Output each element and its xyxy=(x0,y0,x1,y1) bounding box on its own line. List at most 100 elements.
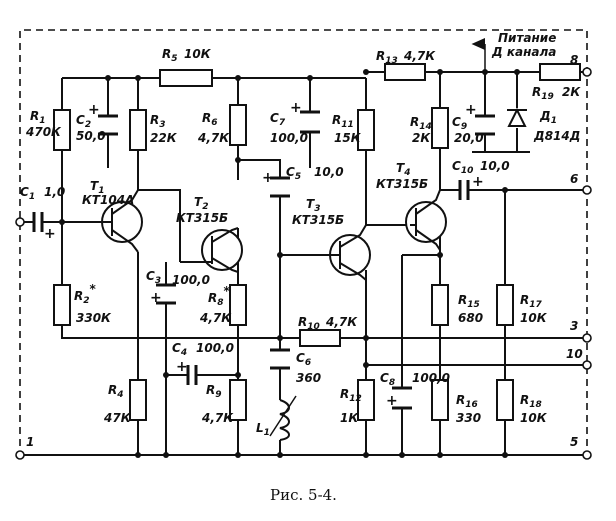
resistor-r14 xyxy=(431,107,449,149)
label-d1-ref: Д1 xyxy=(539,109,557,126)
capacitor-c10 xyxy=(458,180,470,200)
svg-text:+: + xyxy=(465,102,477,118)
power-label-line-2: Д канала xyxy=(491,45,556,59)
label-r9-value: 4,7К xyxy=(201,411,234,425)
inductor-l1 xyxy=(269,395,297,441)
label-l1-ref: L1 xyxy=(256,421,270,438)
label-r14-ref: R14 xyxy=(410,115,432,132)
label-t2-ref: T2 xyxy=(194,195,208,212)
label-r14-value: 2К xyxy=(412,131,431,145)
svg-text:+: + xyxy=(472,174,484,190)
label-r3-value: 22К xyxy=(150,131,178,145)
label-c6-value: 360 xyxy=(296,371,321,385)
capacitors xyxy=(32,110,495,410)
label-r12-value: 1К xyxy=(340,411,359,425)
capacitor-c3 xyxy=(156,283,176,305)
power-label-line-1: Питание xyxy=(498,31,556,45)
transistor-t2 xyxy=(200,227,243,273)
resistor-r13 xyxy=(384,63,426,81)
terminal-10 xyxy=(582,360,592,370)
svg-text:+: + xyxy=(386,393,398,409)
label-r18-value: 10К xyxy=(520,411,548,425)
terminal-label-6: 6 xyxy=(570,172,578,186)
label-c7-ref: C7 xyxy=(270,111,286,128)
resistor-r2 xyxy=(53,284,71,326)
resistor-r9 xyxy=(229,379,247,421)
transistor-t3 xyxy=(325,224,371,281)
resistor-r8 xyxy=(229,284,247,326)
label-r16-value: 330 xyxy=(456,411,481,425)
terminal-label-1: 1 xyxy=(26,435,34,449)
svg-text:+: + xyxy=(88,102,100,118)
label-c7-value: 100,0 xyxy=(270,131,308,145)
label-r5-ref: R5 xyxy=(162,47,178,64)
label-r5-value: 10К xyxy=(184,47,212,61)
capacitor-c2 xyxy=(98,114,118,136)
label-c9-value: 20,0 xyxy=(454,131,484,145)
label-r13-value: 4,7К xyxy=(403,49,436,63)
label-r18-ref: R18 xyxy=(520,393,542,410)
terminal-5 xyxy=(582,450,592,460)
transistor-t1 xyxy=(100,189,143,253)
label-c1-value: 1,0 xyxy=(44,185,65,199)
label-r6-ref: R6 xyxy=(202,111,218,128)
capacitor-c4 xyxy=(186,365,198,385)
terminal-1 xyxy=(15,450,25,460)
label-c5-value: 10,0 xyxy=(314,165,344,179)
label-r15-value: 680 xyxy=(458,311,483,325)
terminal-8 xyxy=(582,67,592,77)
resistor-r1 xyxy=(53,109,71,151)
resistor-r11 xyxy=(357,109,375,151)
capacitor-c6 xyxy=(270,348,290,370)
resistor-r16 xyxy=(431,379,449,421)
polarity-marks: + + + + + + + + + xyxy=(44,100,484,409)
terminals xyxy=(15,67,592,460)
terminal-6 xyxy=(582,185,592,195)
label-r1-value: 470К xyxy=(25,125,62,139)
resistors xyxy=(53,63,581,421)
label-d1-value: Д814Д xyxy=(533,129,580,143)
capacitor-c8 xyxy=(392,386,412,410)
capacitor-c7 xyxy=(300,110,320,134)
wiring xyxy=(20,38,587,456)
label-t4-value: КТ315Б xyxy=(376,177,428,191)
label-r15-ref: R15 xyxy=(458,293,480,310)
label-r13-ref: R13 xyxy=(376,49,398,66)
label-r19-ref: R19 xyxy=(532,85,554,102)
label-t3-value: КТ315Б xyxy=(292,213,344,227)
label-c6-ref: C6 xyxy=(296,351,311,368)
capacitor-c9 xyxy=(475,114,495,136)
label-r2-value: 330К xyxy=(76,311,112,325)
zener-diode-d1 xyxy=(507,107,527,127)
svg-text:+: + xyxy=(262,170,274,186)
label-t3-ref: T3 xyxy=(306,197,320,214)
label-c8-ref: C8 xyxy=(380,371,395,388)
terminal-3 xyxy=(582,333,592,343)
resistor-r12 xyxy=(357,379,375,421)
junction-dots xyxy=(59,69,520,458)
label-r11-value: 15К xyxy=(334,131,362,145)
label-c8-value: 100,0 xyxy=(412,371,450,385)
terminal-label-8: 8 xyxy=(570,53,578,67)
label-c4-ref: C4 xyxy=(172,341,187,358)
label-r19-value: 2К xyxy=(562,85,581,99)
label-c2-value: 50,0 xyxy=(76,129,106,143)
svg-text:+: + xyxy=(176,359,188,375)
transistor-t4 xyxy=(405,189,447,251)
label-c10-value: 10,0 xyxy=(480,159,510,173)
capacitor-c1 xyxy=(32,212,44,232)
svg-text:+: + xyxy=(150,290,162,306)
label-t1-value: КТ104А xyxy=(82,193,134,207)
label-r6-value: 4,7К xyxy=(197,131,230,145)
label-c10-ref: C10 xyxy=(452,159,473,176)
terminal-input xyxy=(15,217,25,227)
label-r4-value: 47К xyxy=(103,411,132,425)
resistor-r18 xyxy=(496,379,514,421)
label-c1-ref: C1 xyxy=(20,185,35,202)
label-r4-ref: R4 xyxy=(108,383,124,400)
label-c4-value: 100,0 xyxy=(196,341,234,355)
resistor-r4 xyxy=(129,379,147,421)
label-r9-ref: R9 xyxy=(206,383,222,400)
terminal-label-10: 10 xyxy=(566,347,583,361)
